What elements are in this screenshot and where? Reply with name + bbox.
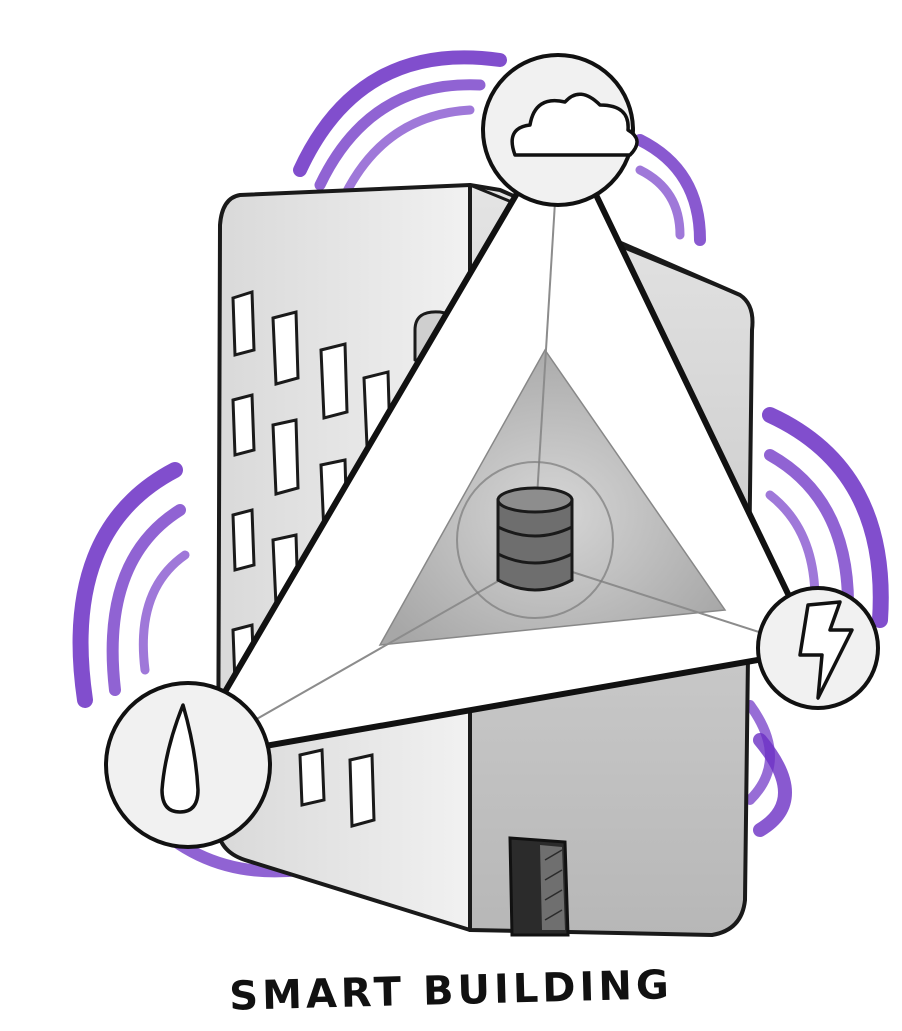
building-door [510, 838, 568, 935]
database-icon [498, 488, 572, 590]
cloud-node [483, 55, 637, 205]
window [233, 395, 254, 455]
water-node [106, 683, 270, 847]
window [350, 755, 374, 826]
window [233, 292, 254, 355]
window [273, 312, 298, 384]
window [321, 344, 347, 418]
power-node [758, 588, 878, 708]
window [233, 510, 254, 570]
window [273, 420, 298, 494]
window [300, 750, 324, 805]
